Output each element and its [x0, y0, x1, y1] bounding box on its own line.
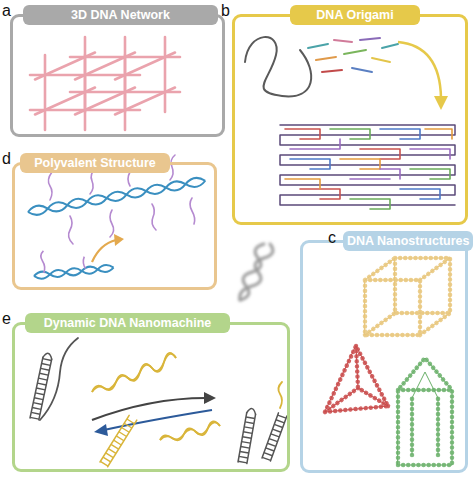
dna-tetrahedron: [325, 346, 388, 412]
hairpin-right: [238, 382, 287, 464]
binding-arrow: [114, 234, 124, 246]
reaction-arrows: [94, 424, 108, 436]
dna-tetrahedron: [325, 346, 388, 412]
hairpin-left: [30, 352, 53, 419]
target-helix: [31, 244, 113, 280]
staple-strands: [308, 44, 328, 48]
panel-title: Polyvalent Structure: [20, 153, 170, 173]
hairpin-right: [262, 413, 287, 461]
dna-lattice: [30, 55, 140, 130]
binding-arrow: [92, 234, 124, 262]
dna-prism: [398, 358, 452, 465]
scaffold-strand: [245, 37, 311, 96]
hairpin-right: [242, 414, 251, 463]
assembly-arrow: [398, 42, 448, 110]
staple-strands: [308, 38, 398, 72]
dna-helix: [27, 176, 206, 216]
panel-letter: c: [328, 229, 336, 247]
yellow-strand: [160, 422, 220, 440]
panel-letter: e: [2, 310, 11, 328]
ligand-strands: [110, 210, 114, 237]
origami-structure: [280, 125, 455, 209]
hairpin-left: [43, 352, 53, 359]
polyvalent-panel: Polyvalent Structure: [12, 162, 217, 290]
dna-cube: [365, 258, 450, 335]
dna-icon: [240, 244, 273, 300]
ligand-strands: [190, 198, 195, 224]
staple-strands: [322, 70, 342, 72]
yellow-strand: [160, 421, 220, 440]
origami-structure: [280, 125, 455, 205]
reaction-arrows: [92, 392, 216, 436]
panel-letter: d: [2, 150, 11, 168]
assembly-arrow: [398, 42, 441, 98]
dna-lattice: [35, 53, 175, 115]
panel-title: Dynamic DNA Nanomachine: [25, 313, 230, 333]
network-panel: 3D DNA Network: [10, 14, 225, 137]
ligand-strands: [170, 155, 175, 180]
staple-strands: [382, 44, 398, 48]
target-helix: [34, 264, 114, 279]
assembly-arrow: [434, 96, 448, 110]
ligand-strands: [69, 216, 73, 244]
yellow-duplex: [100, 415, 137, 466]
hairpin-right: [238, 408, 256, 464]
dna-lattice: [30, 37, 180, 130]
reaction-arrows: [104, 410, 212, 430]
hairpin-left: [40, 338, 78, 420]
staple-strands: [344, 50, 366, 54]
dna-prism: [398, 358, 452, 465]
dna-tetrahedron: [325, 346, 388, 412]
dna-helix: [27, 176, 206, 216]
yellow-strand: [92, 354, 176, 392]
dna-icon: [240, 244, 273, 300]
staple-strands: [352, 68, 372, 72]
staple-strands: [360, 38, 380, 40]
yellow-strand: [92, 353, 176, 392]
reaction-arrows: [92, 398, 206, 420]
origami-structure: [285, 129, 400, 199]
hairpin-right: [266, 414, 282, 459]
ligand-strands: [48, 172, 52, 200]
origami-panel: DNA Origami: [232, 14, 468, 225]
panel-letter: a: [2, 2, 11, 20]
hairpin-left: [34, 358, 47, 419]
target-helix: [34, 264, 114, 279]
nanomachine-panel: Dynamic DNA Nanomachine: [12, 322, 290, 472]
panel-title: DNA Origami: [290, 5, 420, 25]
hairpin-right: [247, 408, 257, 414]
panel-title: DNA Nanostructures: [343, 231, 473, 251]
yellow-duplex: [100, 415, 137, 466]
dna-cube: [365, 258, 450, 335]
origami-structure: [290, 129, 440, 199]
panel-letter: b: [221, 2, 230, 20]
ligand-strands: [152, 204, 156, 230]
nanostructure-panel: DNA Nanostructures: [300, 240, 468, 473]
staple-strands: [316, 57, 336, 60]
hairpin-right: [278, 382, 282, 408]
yellow-duplex: [104, 418, 133, 465]
dna-cube: [365, 258, 450, 335]
origami-structure: [290, 139, 450, 179]
panel-title: 3D DNA Network: [23, 5, 218, 25]
dna-prism: [398, 358, 452, 465]
hairpin-left: [30, 338, 78, 420]
yellow-strand: [92, 353, 220, 440]
origami-structure: [285, 129, 452, 189]
dna-helix: [27, 176, 206, 216]
binding-arrow: [92, 240, 116, 262]
staple-strands: [334, 40, 352, 42]
reaction-arrows: [204, 392, 216, 404]
staple-strands: [372, 58, 390, 62]
target-helix: [40, 247, 85, 273]
scaffold-strand: [245, 37, 311, 96]
